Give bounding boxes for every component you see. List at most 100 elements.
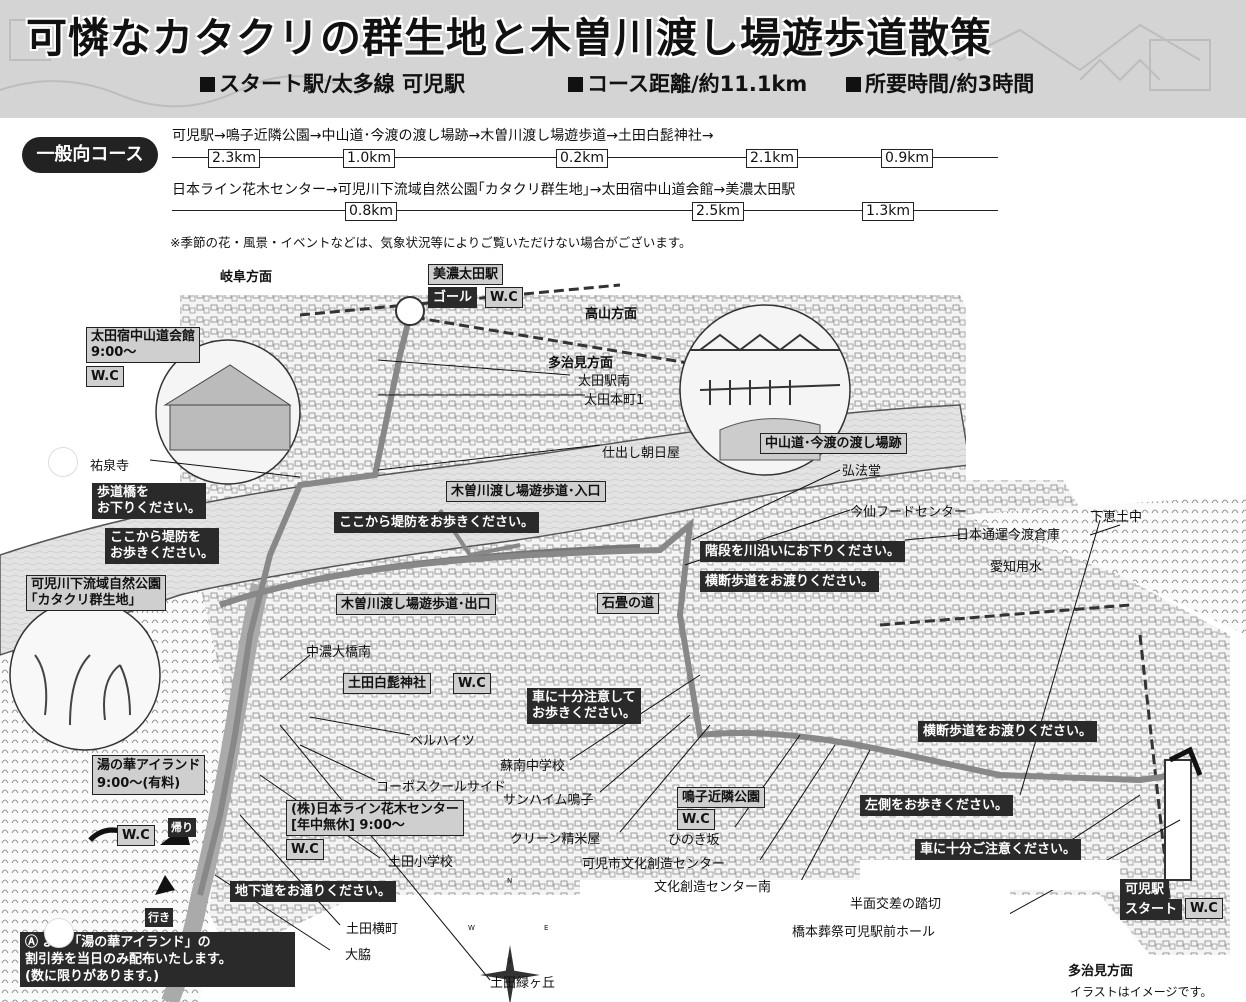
instruction-embankment-top: ここから堤防をお歩きください。 bbox=[334, 512, 540, 533]
blank-area bbox=[966, 240, 1246, 480]
course-distance-info: コース距離/約11.1km bbox=[568, 68, 807, 98]
route-line-1: 可児駅→鳴子近隣公園→中山道･今渡の渡し場跡→木曽川渡し場遊歩道→土田白髭神社→ bbox=[172, 128, 714, 144]
instruction-bridge-line1: 歩道橋を bbox=[97, 485, 150, 500]
course-time-info: 所要時間/約3時間 bbox=[846, 68, 1034, 98]
page-title: 可憐なカタクリの群生地と木曽川渡し場遊歩道散策 bbox=[26, 14, 992, 62]
return-label: 帰り bbox=[168, 818, 196, 837]
bridge-drawing bbox=[690, 333, 840, 352]
annotation-crossing: 半面交差の踏切 bbox=[850, 897, 942, 912]
blank-area bbox=[860, 860, 1120, 890]
compass-e: E bbox=[544, 924, 549, 932]
square-bullet-icon bbox=[200, 77, 215, 92]
yunohana-wc-label: W.C bbox=[117, 825, 155, 846]
distance-box: 2.3km bbox=[208, 149, 261, 168]
instruction-embankment-line1: ここから堤防を bbox=[110, 530, 202, 545]
instruction-left-side: 左側をお歩きください。 bbox=[860, 795, 1014, 816]
course-time-text: 所要時間/約3時間 bbox=[865, 72, 1035, 96]
start-station-text: スタート駅/太多線 可児駅 bbox=[219, 72, 465, 96]
start-arrow-icon bbox=[1168, 746, 1203, 776]
yunohana-hours: 9:00～(有料) bbox=[97, 776, 181, 791]
annotation-dota-midori: 土田緑ヶ丘 bbox=[490, 976, 556, 991]
naruko-park-wc-label: W.C bbox=[677, 809, 715, 830]
instruction-car-caution: 車に十分注意してお歩きください。 bbox=[527, 688, 642, 724]
distance-box: 0.8km bbox=[345, 202, 398, 221]
kaboku-wc-label: W.C bbox=[286, 839, 324, 860]
walking-route-east bbox=[219, 517, 1176, 784]
square-bullet-icon bbox=[846, 77, 861, 92]
katakuri-park-name: 可児川下流域自然公園 bbox=[31, 577, 162, 592]
blank-area bbox=[580, 880, 1010, 1002]
compass-w: W bbox=[468, 924, 475, 932]
yunohana-label: 湯の華アイランド 9:00～(有料) bbox=[92, 755, 206, 795]
illustration-note: イラストはイメージです。 bbox=[1070, 985, 1213, 999]
blank-area bbox=[1046, 120, 1246, 240]
instruction-embankment: ここから堤防をお歩きください。 bbox=[105, 528, 220, 564]
katakuri-park-subname: ｢カタクリ群生地｣ bbox=[31, 593, 136, 608]
mino-ota-station-marker bbox=[395, 296, 425, 326]
distance-box: 1.3km bbox=[862, 202, 915, 221]
instruction-coupon-line3: (数に限りがあります。) bbox=[25, 969, 160, 984]
katakuri-inset bbox=[9, 599, 161, 751]
annotation-ota-eki-minami: 太田駅南 bbox=[578, 374, 631, 389]
ota-hall-name: 太田宿中山道会館 bbox=[91, 329, 196, 344]
punch-hole bbox=[48, 447, 78, 477]
instruction-car-right: 車に十分ご注意ください。 bbox=[915, 839, 1082, 860]
ishidatami-label: 石畳の道 bbox=[597, 593, 660, 614]
railway-taita bbox=[399, 313, 701, 367]
ota-hall-hours: 9:00～ bbox=[91, 345, 137, 360]
outbound-label: 行き bbox=[145, 908, 173, 927]
direction-tajimi-bottom: 多治見方面 bbox=[1068, 964, 1134, 979]
punch-hole bbox=[44, 918, 74, 948]
annotation-chuno-bridge: 中濃大橋南 bbox=[306, 645, 372, 660]
distance-box: 0.9km bbox=[881, 149, 934, 168]
start-label: スタート bbox=[1120, 899, 1183, 920]
compass-s: S bbox=[507, 957, 512, 965]
disclaimer-note: ※季節の花・風景・イベントなどは、気象状況等によりご覧いただけない場合がございま… bbox=[170, 235, 692, 250]
kani-station-label: 可児駅 bbox=[1120, 879, 1170, 900]
annotation-bunka-center: 可児市文化創造センター bbox=[582, 857, 726, 872]
instruction-underpass: 地下道をお通りください。 bbox=[230, 881, 397, 902]
annotation-clean-seimai: クリーン精米屋 bbox=[510, 832, 601, 847]
annotation-bunka-minami: 文化創造センター南 bbox=[654, 880, 772, 895]
instruction-car-caution-line1: 車に十分注意して bbox=[532, 690, 636, 705]
goal-label: ゴール bbox=[428, 287, 478, 308]
direction-gifu: 岐阜方面 bbox=[220, 270, 273, 285]
distance-box: 2.5km bbox=[692, 202, 745, 221]
kaboku-center-hours: [年中無休] 9:00～ bbox=[291, 818, 405, 833]
promenade-entrance-label: 木曽川渡し場遊歩道･入口 bbox=[446, 481, 606, 502]
annotation-yusenji: 祐泉寺 bbox=[90, 459, 130, 474]
instruction-car-caution-line2: お歩きください。 bbox=[532, 706, 637, 721]
annotation-sonan-jh: 蘇南中学校 bbox=[500, 759, 566, 774]
ota-hall-wc-label: W.C bbox=[86, 366, 124, 387]
route-line-2-rule bbox=[172, 210, 998, 211]
fence-drawing bbox=[699, 380, 841, 405]
direction-arrow-icon bbox=[155, 825, 190, 895]
mino-ota-station-label: 美濃太田駅 bbox=[428, 264, 504, 285]
annotation-dota-es: 土田小学校 bbox=[388, 855, 454, 870]
distance-box: 1.0km bbox=[343, 149, 396, 168]
square-bullet-icon bbox=[568, 77, 583, 92]
annotation-dota-yokomachi: 土田横町 bbox=[346, 922, 399, 937]
annotation-aichi-yosui: 愛知用水 bbox=[990, 560, 1043, 575]
distance-box: 2.1km bbox=[746, 149, 799, 168]
route-line-2: 日本ライン花木センター→可児川下流域自然公園｢カタクリ群生地｣→太田宿中山道会館… bbox=[172, 182, 796, 198]
yunohana-name: 湯の華アイランド bbox=[97, 758, 201, 773]
direction-takayama: 高山方面 bbox=[585, 307, 638, 322]
katakuri-flower-drawing bbox=[34, 654, 131, 726]
annotation-bellheights: ベルハイツ bbox=[410, 734, 475, 749]
instruction-bridge-line2: お下りください。 bbox=[97, 501, 202, 516]
kaboku-center-label: (株)日本ライン花木センター[年中無休] 9:00～ bbox=[286, 800, 464, 836]
kani-station-building bbox=[1164, 759, 1192, 881]
course-badge: 一般向コース bbox=[22, 137, 158, 173]
annotation-sunheim: サンハイム鳴子 bbox=[503, 793, 594, 808]
annotation-hinokizaka: ひのき坂 bbox=[668, 833, 720, 848]
katakuri-park-label: 可児川下流域自然公園｢カタクリ群生地｣ bbox=[26, 575, 167, 611]
instruction-stairs: 階段を川沿いにお下りください。 bbox=[700, 541, 906, 562]
start-station-info: スタート駅/太多線 可児駅 bbox=[200, 68, 465, 98]
compass-icon bbox=[480, 945, 540, 1002]
course-distance-text: コース距離/約11.1km bbox=[587, 72, 808, 96]
instruction-coupon-line2: 割引券を当日のみ配布いたします。 bbox=[25, 952, 232, 967]
naruko-park-label: 鳴子近隣公園 bbox=[677, 787, 766, 808]
annotation-shidashi: 仕出し朝日屋 bbox=[602, 446, 681, 461]
